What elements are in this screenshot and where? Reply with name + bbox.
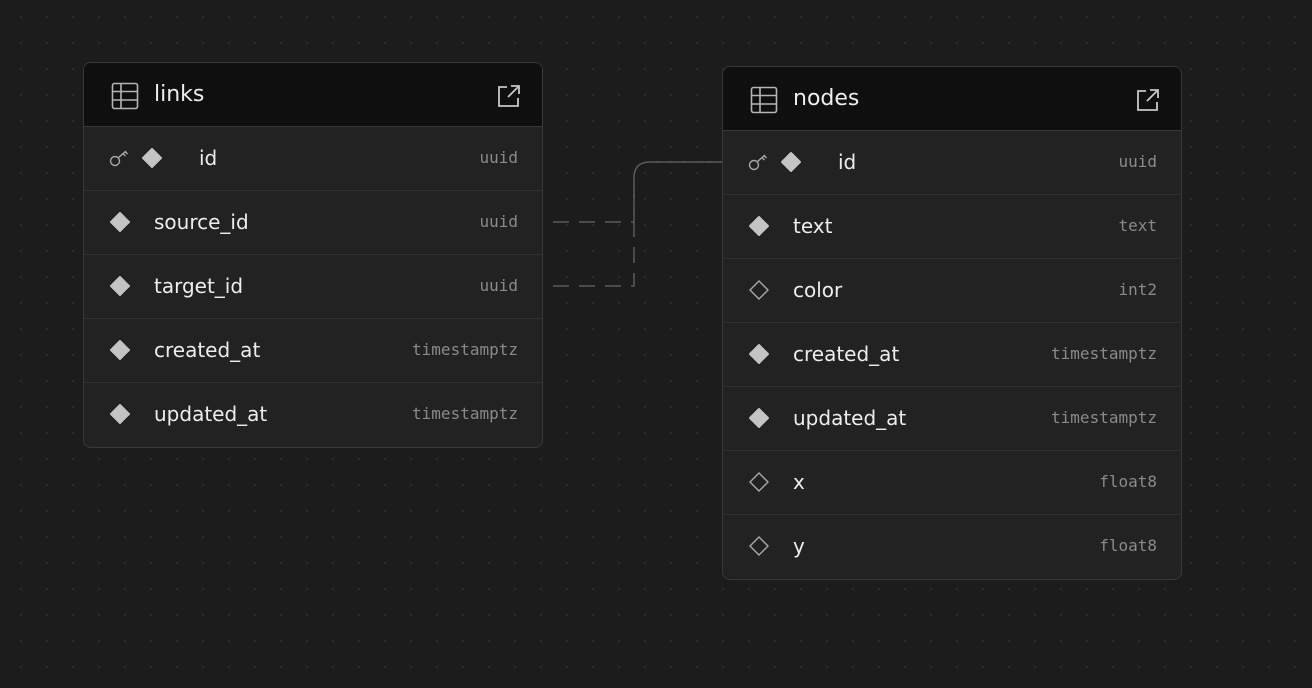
table-header: nodes — [723, 67, 1181, 131]
filled-diamond-icon — [110, 212, 130, 232]
column-type: uuid — [479, 212, 518, 231]
filled-diamond-icon — [749, 408, 769, 428]
table-icon — [111, 82, 139, 110]
filled-diamond-icon — [110, 276, 130, 296]
outline-diamond-icon — [749, 536, 769, 556]
column-name: x — [793, 470, 805, 494]
table-header: links — [84, 63, 542, 127]
column-type: timestamptz — [412, 404, 518, 423]
column-type: uuid — [479, 276, 518, 295]
column-name: source_id — [154, 210, 249, 234]
column-row[interactable]: target_id uuid — [84, 255, 542, 319]
table-name: links — [154, 82, 205, 107]
column-name: target_id — [154, 274, 244, 298]
column-row[interactable]: text text — [723, 195, 1181, 259]
outline-diamond-icon — [749, 472, 769, 492]
column-name: id — [838, 150, 857, 174]
column-name: updated_at — [793, 406, 907, 430]
column-row[interactable]: updated_at timestamptz — [723, 387, 1181, 451]
column-row[interactable]: id uuid — [723, 131, 1181, 195]
key-icon — [109, 150, 129, 167]
relationship-line-target-id — [553, 161, 722, 287]
column-name: id — [199, 146, 218, 170]
column-name: created_at — [154, 338, 261, 362]
filled-diamond-icon — [110, 340, 130, 360]
column-name: y — [793, 534, 805, 558]
external-link-icon[interactable] — [496, 83, 522, 109]
relationship-line-source-id — [553, 161, 722, 223]
filled-diamond-icon — [749, 216, 769, 236]
external-link-icon[interactable] — [1135, 87, 1161, 113]
column-type: timestamptz — [1051, 408, 1157, 427]
column-type: timestamptz — [1051, 344, 1157, 363]
column-row[interactable]: created_at timestamptz — [723, 323, 1181, 387]
column-type: float8 — [1099, 472, 1157, 491]
column-name: text — [793, 214, 833, 238]
column-type: timestamptz — [412, 340, 518, 359]
column-type: float8 — [1099, 536, 1157, 555]
column-type: text — [1118, 216, 1157, 235]
column-name: color — [793, 278, 843, 302]
outline-diamond-icon — [749, 280, 769, 300]
filled-diamond-icon — [110, 404, 130, 424]
column-row[interactable]: updated_at timestamptz — [84, 383, 542, 447]
column-name: updated_at — [154, 402, 268, 426]
column-row[interactable]: x float8 — [723, 451, 1181, 515]
column-row[interactable]: y float8 — [723, 515, 1181, 579]
filled-diamond-icon — [781, 152, 801, 172]
column-type: int2 — [1118, 280, 1157, 299]
filled-diamond-icon — [142, 148, 162, 168]
column-row[interactable]: created_at timestamptz — [84, 319, 542, 383]
key-icon — [748, 154, 768, 171]
column-type: uuid — [479, 148, 518, 167]
column-row[interactable]: source_id uuid — [84, 191, 542, 255]
column-row[interactable]: id uuid — [84, 127, 542, 191]
table-name: nodes — [793, 86, 860, 111]
column-name: created_at — [793, 342, 900, 366]
column-row[interactable]: color int2 — [723, 259, 1181, 323]
column-type: uuid — [1118, 152, 1157, 171]
table-icon — [750, 86, 778, 114]
filled-diamond-icon — [749, 344, 769, 364]
